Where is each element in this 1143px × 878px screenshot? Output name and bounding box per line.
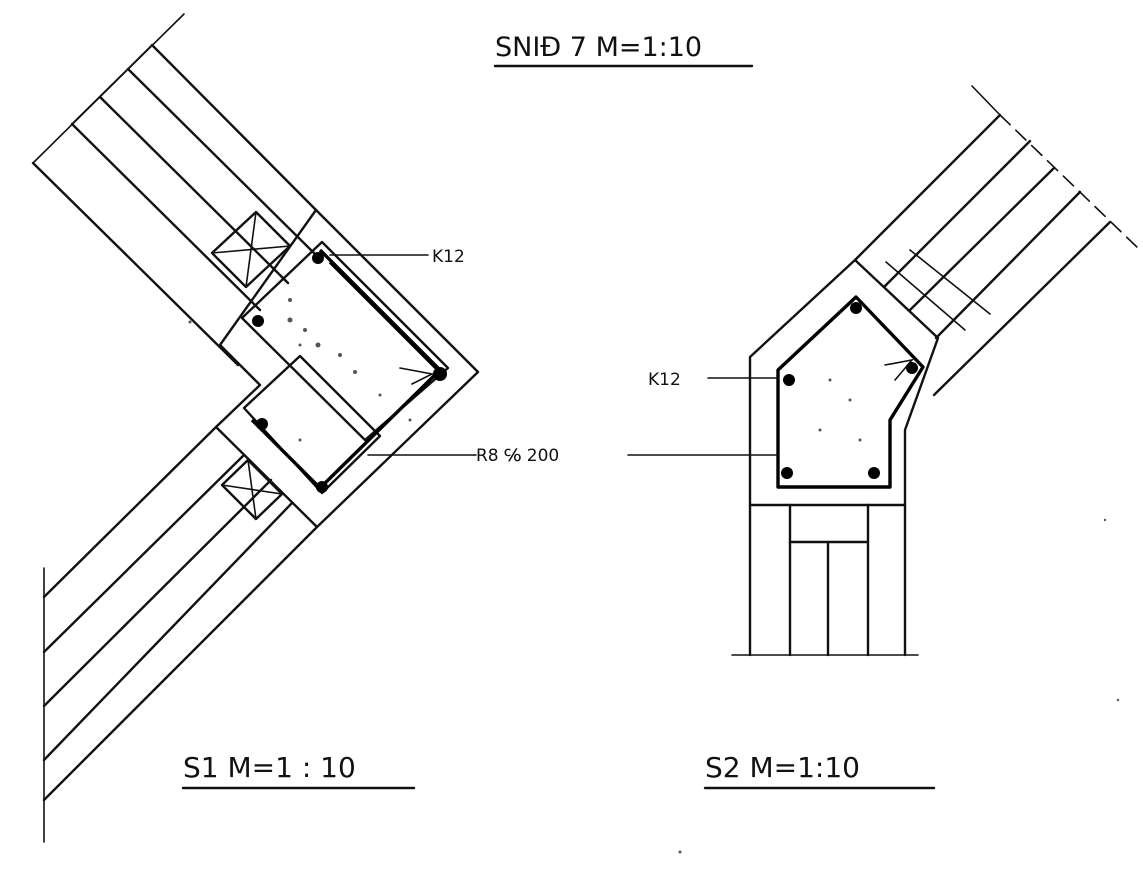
s1-caption: S1 M=1 : 10 [183, 751, 356, 784]
s2-caption: S2 M=1:10 [705, 751, 860, 784]
drawing-title: SNIÐ 7 M=1:10 [495, 32, 702, 63]
s1-upper-wall [31, 13, 318, 367]
s1-bar-label: K12 [432, 247, 465, 267]
s2-upper-wall [853, 85, 1141, 397]
s2-lower-wall [731, 503, 919, 657]
s1-stirrup-label: R8 ℅ 200 [476, 446, 559, 466]
s2-concrete-corner [748, 258, 940, 507]
s1-lower-wall [42, 425, 319, 843]
s2-bar-label: K12 [648, 370, 681, 390]
